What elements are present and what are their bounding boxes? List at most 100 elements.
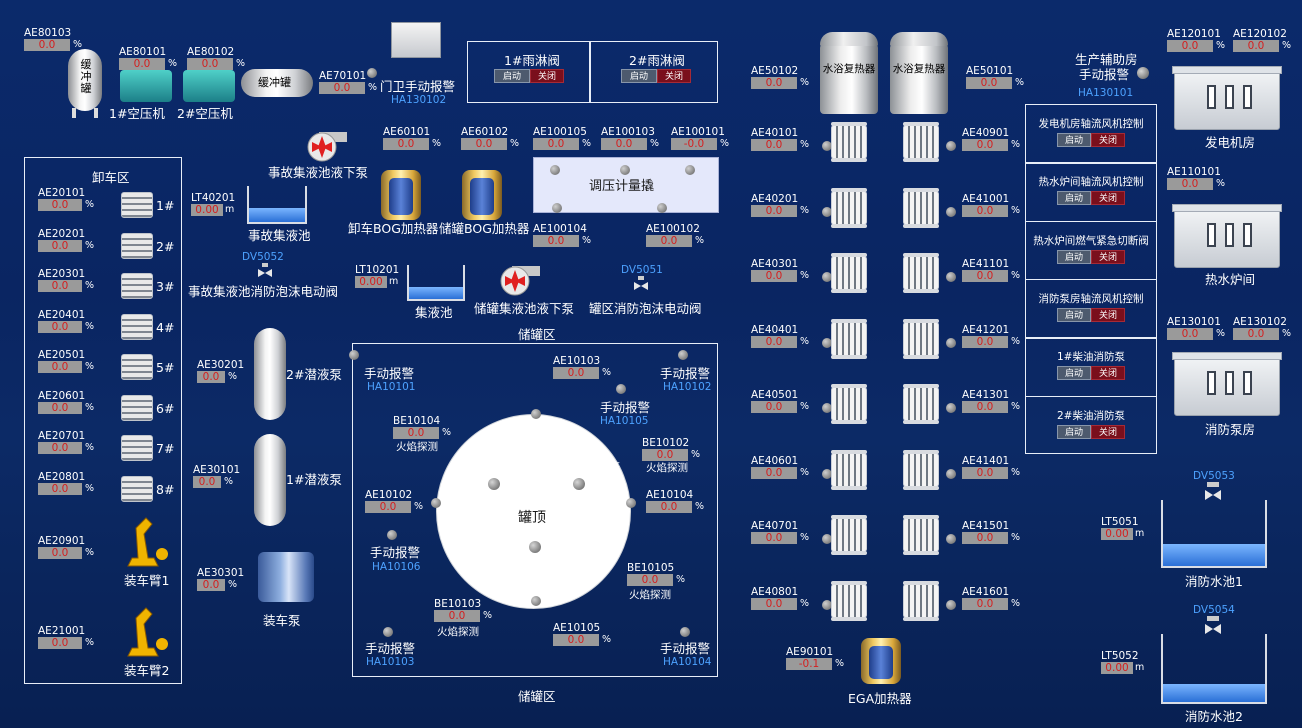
alarm-button-ha10103[interactable] bbox=[383, 627, 393, 637]
control-6-start-button[interactable]: 启动 bbox=[1057, 424, 1091, 439]
tag-ae100104: AE100104 bbox=[533, 223, 587, 235]
control-3-stop-button[interactable]: 关闭 bbox=[1091, 249, 1125, 264]
alarm-button-aux[interactable] bbox=[1137, 67, 1149, 79]
control-1-start-button[interactable]: 启动 bbox=[1057, 133, 1091, 147]
vaporizer-icon bbox=[903, 515, 939, 555]
unit-ae40501: % bbox=[800, 401, 810, 412]
unit-ae100105: % bbox=[582, 138, 592, 149]
tag-ae60101: AE60101 bbox=[383, 126, 431, 138]
control-label-5: 1#柴油消防泵 bbox=[1057, 351, 1125, 364]
unit-ae50101: % bbox=[1015, 77, 1025, 88]
compressor1-label: 1#空压机 bbox=[109, 106, 165, 121]
manual-alarm-label: 手动报警 bbox=[660, 366, 711, 381]
value-ae40801: 0.0 bbox=[751, 597, 797, 610]
value-ae10104: 0.0 bbox=[646, 501, 692, 513]
vaporizer-icon bbox=[903, 449, 939, 490]
unit-ae40901: % bbox=[1011, 139, 1021, 150]
boiler-room-icon bbox=[1172, 204, 1282, 268]
value-ae20101: 0.0 bbox=[38, 199, 82, 211]
alarm-button-guard[interactable] bbox=[367, 68, 377, 78]
value-ae41601: 0.0 bbox=[962, 597, 1008, 610]
detector-dot bbox=[822, 206, 832, 217]
aux-alarm-label: 手动报警 bbox=[1079, 67, 1130, 82]
unloader-icon bbox=[121, 273, 153, 299]
alarm-button-ha10106[interactable] bbox=[387, 530, 397, 540]
tag-ae40501: AE40501 bbox=[751, 389, 799, 401]
storage-area-footer: 储罐区 bbox=[518, 689, 556, 704]
guard-alarm-label: 门卫手动报警 bbox=[380, 79, 456, 94]
emergency-pump-label: 事故集液池液下泵 bbox=[268, 165, 369, 180]
rain-valve-1-stop-button[interactable]: 关闭 bbox=[530, 69, 564, 83]
control-4-stop-button[interactable]: 关闭 bbox=[1091, 307, 1125, 322]
rain-valve-2-stop-button[interactable]: 关闭 bbox=[657, 69, 691, 83]
manual-alarm-label: 手动报警 bbox=[660, 641, 711, 656]
flame-detect-label: 火焰探测 bbox=[396, 441, 438, 453]
control-6-stop-button[interactable]: 关闭 bbox=[1091, 424, 1125, 439]
value-be10104: 0.0 bbox=[393, 427, 439, 439]
value-ae41101: 0.0 bbox=[962, 270, 1008, 282]
value-lt5052: 0.00 bbox=[1101, 662, 1133, 674]
valve-icon[interactable] bbox=[1205, 616, 1221, 636]
control-label-4: 消防泵房轴流风机控制 bbox=[1038, 292, 1144, 305]
tag-lt40201: LT40201 bbox=[191, 192, 236, 204]
control-3-start-button[interactable]: 启动 bbox=[1057, 249, 1091, 264]
unit-ae80102: % bbox=[236, 58, 246, 69]
value-ae20801: 0.0 bbox=[38, 482, 82, 495]
alarm-button-ha10104[interactable] bbox=[680, 627, 690, 637]
unit-ae100102: % bbox=[695, 235, 705, 246]
unit-ae10104: % bbox=[695, 501, 705, 512]
control-5-start-button[interactable]: 启动 bbox=[1057, 366, 1091, 381]
value-ae20301: 0.0 bbox=[38, 280, 82, 292]
detector-dot bbox=[822, 272, 832, 282]
emergency-valve-label: 事故集液池消防泡沫电动阀 bbox=[188, 284, 339, 299]
tag-lt10201: LT10201 bbox=[355, 264, 400, 276]
vaporizer-icon bbox=[831, 187, 867, 228]
control-1-stop-button[interactable]: 关闭 bbox=[1091, 133, 1125, 147]
rain-valve-2-start-button[interactable]: 启动 bbox=[621, 69, 657, 83]
alarm-button-ha10102[interactable] bbox=[678, 350, 688, 360]
control-4-start-button[interactable]: 启动 bbox=[1057, 307, 1091, 322]
value-be10102: 0.0 bbox=[642, 449, 688, 461]
pump2-label: 2#潜液泵 bbox=[286, 367, 342, 382]
valve-icon[interactable] bbox=[1205, 482, 1221, 502]
value-ae100101: -0.0 bbox=[671, 138, 717, 150]
unit-ae10102: % bbox=[414, 501, 424, 512]
tag-ae30301: AE30301 bbox=[197, 567, 245, 579]
tag-ae50101: AE50101 bbox=[966, 65, 1014, 77]
unloader-icon bbox=[121, 313, 153, 340]
pump2-vessel-icon bbox=[254, 328, 286, 420]
pump1-vessel-icon bbox=[254, 434, 286, 526]
value-ae40501: 0.0 bbox=[751, 401, 797, 413]
control-2-stop-button[interactable]: 关闭 bbox=[1091, 191, 1125, 206]
alarm-button-ha10105[interactable] bbox=[616, 384, 626, 394]
tag-ae40901: AE40901 bbox=[962, 127, 1010, 139]
valve-icon[interactable] bbox=[258, 263, 272, 279]
buffer-tank-vertical bbox=[68, 49, 102, 111]
unit-ae41501: % bbox=[1011, 532, 1021, 543]
tag-ae41201: AE41201 bbox=[962, 323, 1010, 336]
bath-heater-1-label: 水浴复热器 bbox=[822, 63, 876, 75]
vaporizer-icon bbox=[903, 253, 939, 293]
tag-ae40301: AE40301 bbox=[751, 258, 799, 270]
vaporizer-icon bbox=[903, 318, 939, 359]
valve-icon[interactable] bbox=[634, 276, 648, 292]
unit-ae40801: % bbox=[800, 597, 810, 609]
tag-ae100105: AE100105 bbox=[533, 126, 587, 138]
vaporizer-icon bbox=[903, 384, 939, 424]
detector-dot bbox=[946, 206, 956, 217]
unit-lt5051: m bbox=[1135, 528, 1145, 539]
buffer-tank-v-label: 缓冲罐 bbox=[80, 58, 92, 95]
alarm-button-ha10101[interactable] bbox=[349, 350, 359, 360]
tag-ae41101: AE41101 bbox=[962, 258, 1010, 270]
value-ae41001: 0.0 bbox=[962, 204, 1008, 217]
tag-ae50102: AE50102 bbox=[751, 65, 799, 77]
tag-be10105: BE10105 bbox=[627, 562, 675, 574]
unit-ae110101: % bbox=[1216, 178, 1226, 189]
control-2-start-button[interactable]: 启动 bbox=[1057, 191, 1091, 206]
value-ae70101: 0.0 bbox=[319, 82, 365, 94]
control-5-stop-button[interactable]: 关闭 bbox=[1091, 366, 1125, 381]
value-ae100104: 0.0 bbox=[533, 235, 579, 247]
value-lt40201: 0.00 bbox=[191, 204, 223, 216]
flame-detect-label: 火焰探测 bbox=[629, 589, 671, 601]
rain-valve-1-start-button[interactable]: 启动 bbox=[494, 69, 530, 83]
